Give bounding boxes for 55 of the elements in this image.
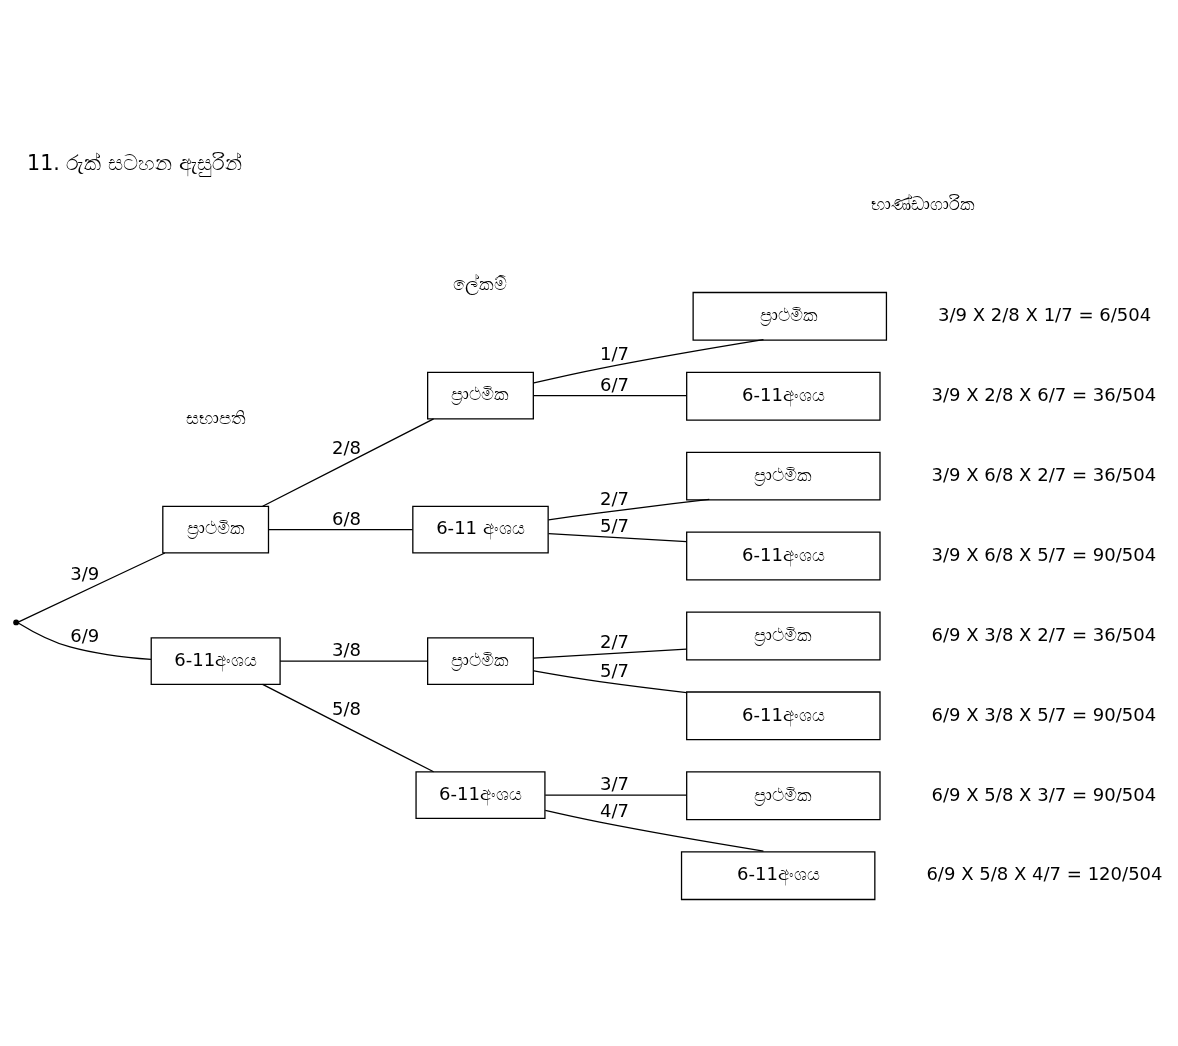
connector: [532, 394, 688, 396]
node-box: ප්‍රාථමික: [427, 371, 534, 419]
connector: [262, 683, 435, 772]
node-label: 6/9 X 3/8 X 5/7 = 90/504: [931, 703, 1157, 725]
node-box: 6-11අංශය: [686, 690, 881, 740]
node-box: 6-11අංශය: [680, 850, 876, 900]
node-label: 6/9 X 5/8 X 3/7 = 90/504: [931, 783, 1157, 805]
connector: [533, 669, 688, 693]
connector: [532, 647, 688, 659]
edge-label: 2/7: [600, 487, 630, 509]
edge-label: 5/7: [600, 659, 630, 681]
edge-label: 2/8: [331, 436, 361, 458]
connector: [279, 659, 429, 662]
edge-label: 6/7: [600, 373, 630, 395]
connector: [533, 338, 765, 384]
edge-label: 3/8: [331, 638, 361, 660]
connector: [268, 528, 414, 530]
edge-label: 5/8: [331, 697, 361, 719]
node-label: 3/9 X 6/8 X 5/7 = 90/504: [931, 543, 1157, 565]
node-label: 3/9 X 2/8 X 1/7 = 6/504: [937, 303, 1152, 325]
node-label: 6/9 X 5/8 X 4/7 = 120/504: [926, 862, 1163, 884]
connector: [544, 809, 765, 852]
node-box: 6-11අංශය: [686, 371, 881, 421]
node-box: ප්‍රාථමික: [692, 291, 888, 341]
node-label: 3/9 X 2/8 X 6/7 = 36/504: [931, 383, 1157, 405]
edge-label: 2/7: [600, 630, 630, 652]
connector: [547, 532, 688, 542]
edge-label: 6/8: [331, 507, 361, 529]
connector: [547, 498, 710, 520]
label: සභාපති: [185, 406, 246, 428]
connector: [262, 417, 435, 507]
node-box: ප්‍රාථමික: [686, 770, 881, 820]
edge-label: 6/9: [70, 624, 100, 646]
node-box: ප්‍රාථමික: [427, 636, 534, 685]
node-box: ප්‍රාථමික: [686, 451, 881, 501]
connector: [18, 551, 166, 622]
node-box: ප්‍රාථමික: [686, 610, 881, 660]
diagram-title: 11. රුක් සටහන ඇසුරින්: [27, 150, 242, 175]
label: ලේකම්: [453, 272, 508, 294]
edge-label: 1/7: [600, 342, 630, 364]
node-box: 6-11අංශය: [150, 636, 281, 685]
node-label: 6/9 X 3/8 X 2/7 = 36/504: [931, 623, 1157, 645]
node-label: 3/9 X 6/8 X 2/7 = 36/504: [931, 463, 1157, 485]
node-point: [13, 618, 20, 625]
connector: [544, 793, 687, 796]
edge-label: 3/7: [600, 772, 630, 794]
node-box: 6-11අංශය: [686, 531, 881, 581]
node-box: ප්‍රාථමික: [162, 505, 270, 553]
connector: [18, 622, 152, 660]
label: භාණ්ඩාගාරික: [870, 192, 975, 214]
node-box: 6-11අංශය: [415, 770, 546, 819]
edge-label: 4/7: [600, 799, 630, 821]
edge-label: 3/9: [70, 562, 100, 584]
node-box: 6-11 අංශය: [412, 505, 549, 553]
edge-label: 5/7: [600, 514, 630, 536]
